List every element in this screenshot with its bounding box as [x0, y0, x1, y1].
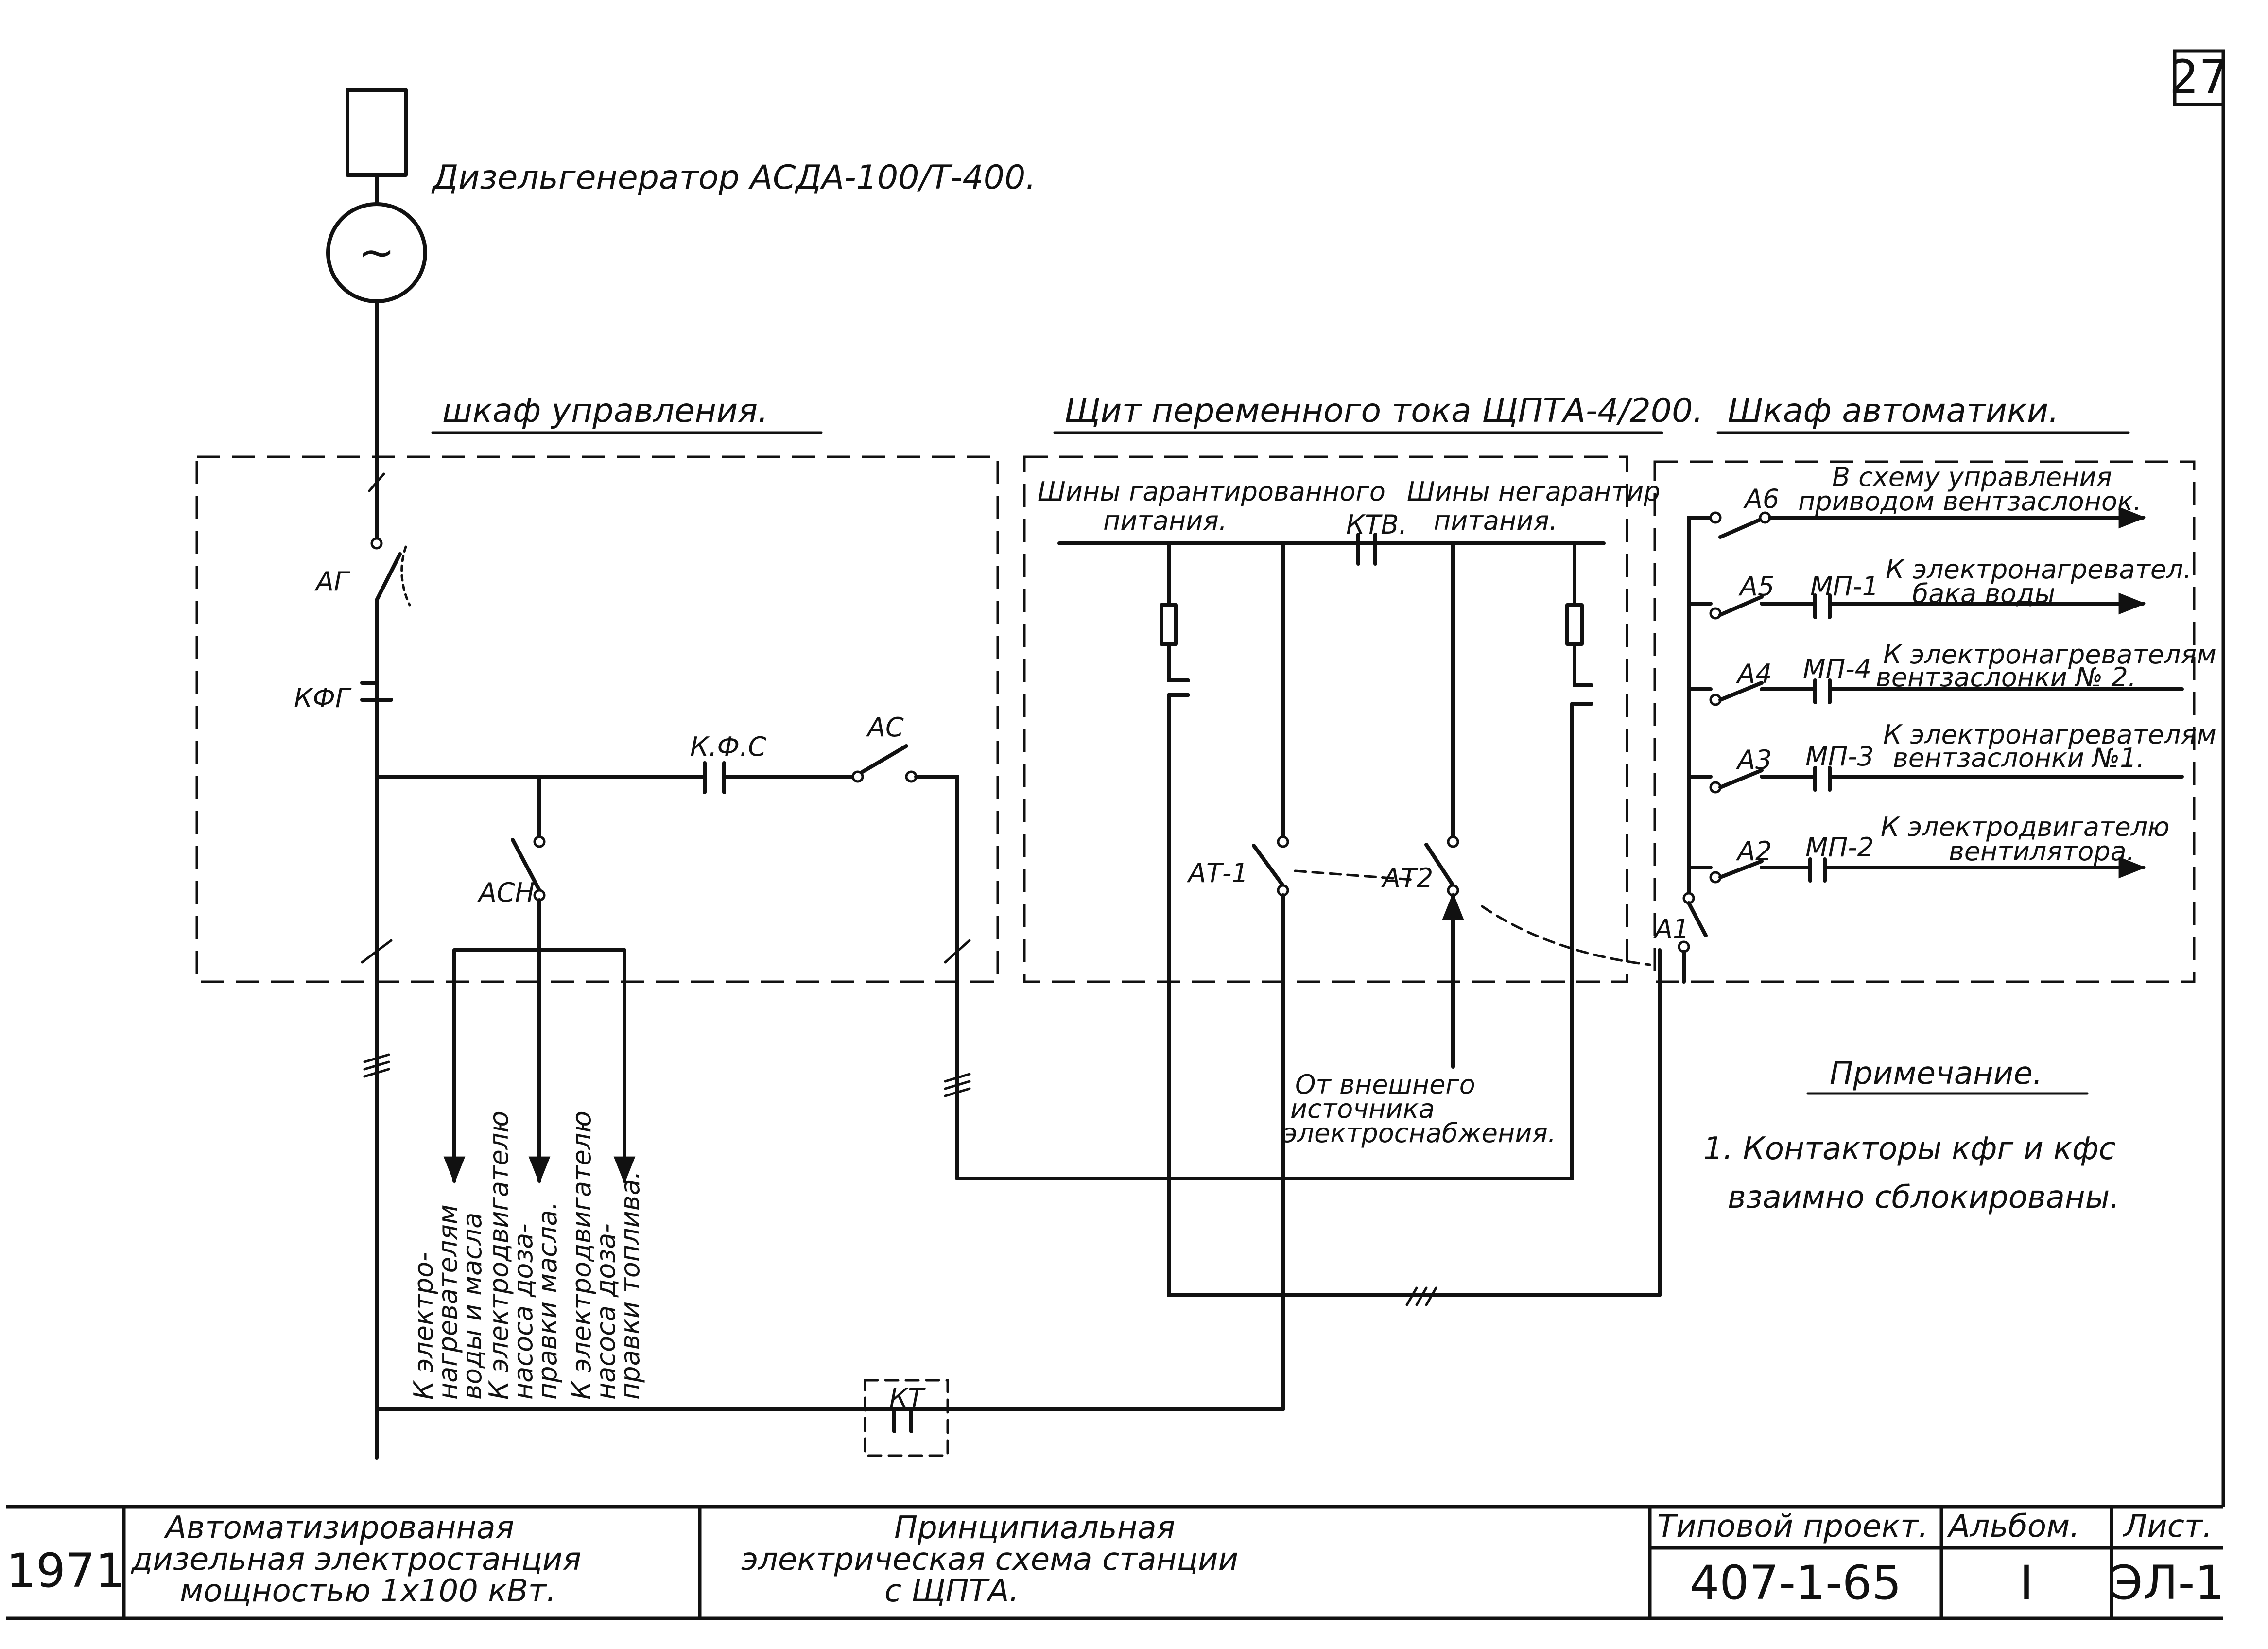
- feeder-contactor: МП-2: [1805, 832, 1874, 863]
- note-line-2: взаимно сблокированы.: [1728, 1180, 2120, 1215]
- generator-symbol: ~: [358, 227, 395, 278]
- feeder-text: К электродвигателю вентилятора.: [1881, 812, 2178, 867]
- label-ach: АСН: [477, 877, 535, 908]
- section-title-automation: Шкаф автоматики.: [1728, 392, 2059, 430]
- control-cabinet-circuit: АГ КФГ К.Ф.С АС АСН: [294, 299, 1574, 1460]
- ac-panel-box: [1023, 455, 1628, 983]
- title-block: 1971 Автоматизированная дизельная электр…: [6, 1509, 2225, 1610]
- bus-guaranteed: Шины гарантированного питания.: [1038, 476, 1394, 536]
- sheet-label: Лист.: [2123, 1509, 2213, 1545]
- title-drawing: Принципиальная электрическая схема станц…: [741, 1510, 1248, 1609]
- drawing-frame: [6, 104, 2225, 1620]
- sheet-number-box: 27: [2169, 49, 2229, 106]
- label-ktv: КТВ.: [1346, 509, 1407, 540]
- control-cabinet-box: [195, 455, 999, 983]
- note-title: Примечание.: [1830, 1056, 2043, 1092]
- feeder-a6: А6 В схему управления приводом вентзасло…: [1687, 462, 2146, 539]
- label-ag: АГ: [314, 566, 350, 597]
- label-kfg: КФГ: [294, 683, 352, 713]
- label-at1: АТ-1: [1187, 858, 1248, 888]
- sheet-number: 27: [2169, 50, 2229, 104]
- automation-cabinet-circuit: А1 А6 В схему управления приводом вентза…: [1653, 462, 2225, 984]
- feeder-contactor: МП-3: [1805, 741, 1874, 772]
- outgoing-heaters: К электро- нагревателям воды и масла: [408, 1196, 487, 1400]
- note-block: Примечание. 1. Контакторы кфг и кфс взаи…: [1703, 1056, 2120, 1215]
- kt-contactor: КТ: [864, 1379, 949, 1457]
- feeder-breaker: А5: [1738, 571, 1774, 602]
- album-value: I: [2020, 1556, 2033, 1610]
- section-titles: шкаф управления. Щит переменного тока ЩП…: [431, 392, 2130, 434]
- note-line-1: 1. Контакторы кфг и кфс: [1703, 1131, 2116, 1167]
- feeder-contactor: МП-1: [1810, 571, 1879, 602]
- feeder-a5: А5 МП-1 К электронагревател. бака воды: [1687, 554, 2200, 620]
- sheet-value: ЭЛ-1: [2111, 1556, 2225, 1610]
- label-ac: АС: [866, 712, 904, 743]
- feeder-contactor: МП-4: [1803, 654, 1871, 684]
- outgoing-oil-pump: К электродвигателю насоса доза- правки м…: [484, 1102, 563, 1400]
- feeder-a2: А2 МП-2 К электродвигателю вентилятора.: [1687, 812, 2178, 884]
- feeder-text: В схему управления приводом вентзаслонок…: [1798, 462, 2142, 517]
- feeder-text: К электронагревател. бака воды: [1886, 554, 2200, 609]
- feeder-a4: А4 МП-4 К электронагревателям вентзаслон…: [1687, 639, 2225, 706]
- section-title-control: шкаф управления.: [442, 392, 768, 430]
- feeder-breaker: А2: [1736, 836, 1772, 867]
- bus-nonguaranteed: Шины негарантир питания.: [1407, 476, 1669, 536]
- label-a1: А1: [1653, 914, 1689, 944]
- ac-panel-circuit: КТВ. Шины гарантированного питания. Шины…: [375, 476, 1669, 1411]
- feeder-a3: А3 МП-3 К электронагревателям вентзаслон…: [1687, 719, 2225, 794]
- feeder-breaker: А3: [1736, 745, 1772, 775]
- title-year: 1971: [6, 1544, 125, 1598]
- engine-box: [346, 88, 408, 177]
- feeder-text: К электронагревателям вентзаслонки № 2.: [1876, 639, 2225, 693]
- title-org: Автоматизированная дизельная электростан…: [131, 1510, 591, 1609]
- outgoing-fuel-pump: К электродвигателю насоса доза- правки т…: [566, 1102, 645, 1400]
- label-kfs: К.Ф.С: [690, 731, 766, 762]
- external-source: От внешнего источника электроснабжения.: [1283, 1069, 1556, 1148]
- outgoing-captions: К электро- нагревателям воды и масла К э…: [408, 1102, 645, 1400]
- feeder-text: К электронагревателям вентзаслонки №1.: [1883, 719, 2225, 773]
- project-label: Типовой проект.: [1657, 1509, 1928, 1545]
- feeder-breaker: А4: [1736, 659, 1772, 689]
- section-title-panel: Щит переменного тока ЩПТА-4/200.: [1064, 392, 1703, 430]
- feeder-breaker: А6: [1743, 484, 1779, 514]
- automation-cabinet-box: [1653, 460, 2196, 983]
- project-value: 407-1-65: [1690, 1556, 1902, 1610]
- album-label: Альбом.: [1947, 1509, 2080, 1545]
- generator-label: Дизельгенератор АСДА-100/Т-400.: [431, 158, 1036, 197]
- diesel-generator: ~ Дизельгенератор АСДА-100/Т-400.: [326, 88, 1036, 303]
